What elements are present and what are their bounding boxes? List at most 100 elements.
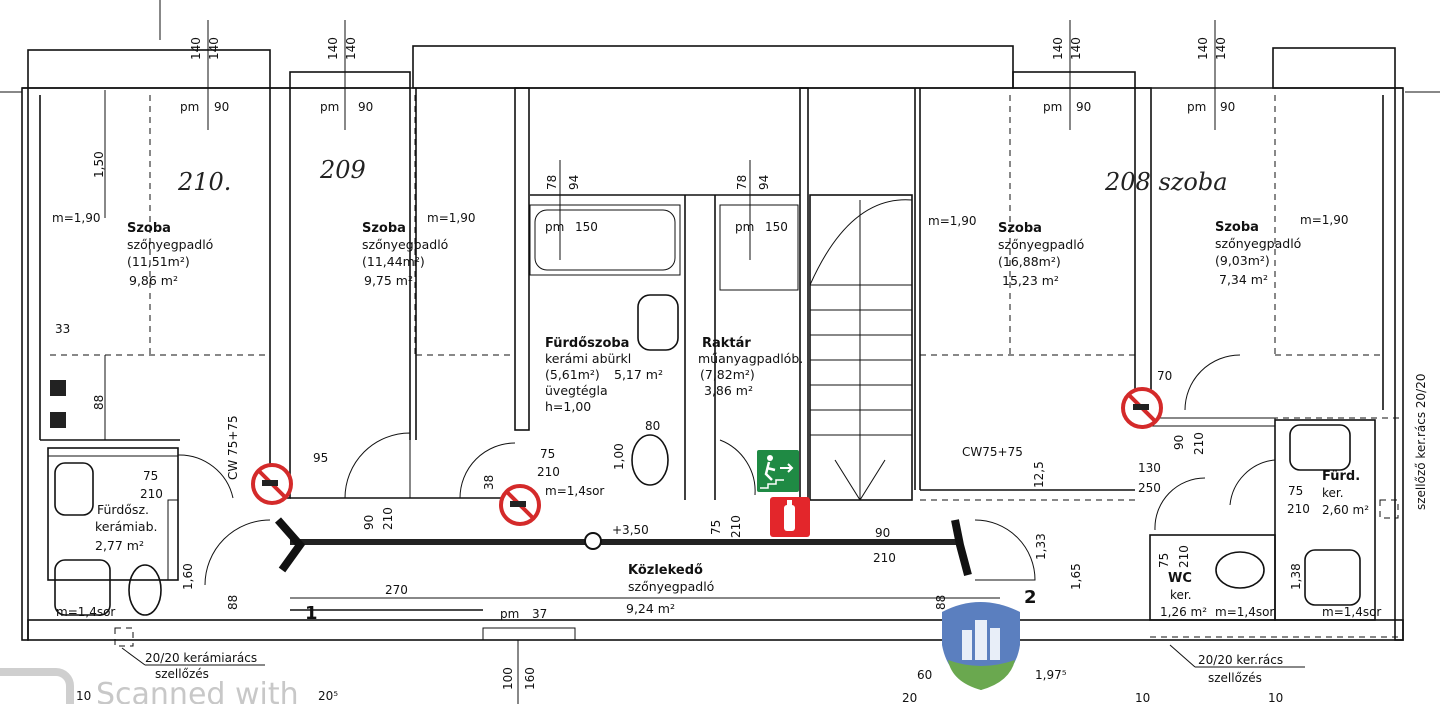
section-marker-2: 2 [1024,587,1037,608]
dim-label: 94 [567,175,581,190]
dim-label: 88 [92,395,106,410]
dim-label: 20 [902,691,917,704]
scanner-watermark: Scanned with [0,668,299,704]
ventilation-notes: 20/20 kerámiarács szellőzés 20/20 ker.rá… [114,374,1428,685]
dim-label: 90 [1076,100,1091,114]
svg-text:kerámiab.: kerámiab. [95,519,158,534]
room-szoba-208a: Szoba szőnyegpadló (16,88m²) 15,23 m² [998,221,1084,288]
dim-label: 80 [645,419,660,433]
svg-text:ker.: ker. [1170,588,1192,602]
dim-label: 210 [873,551,896,565]
svg-text:9,24 m²: 9,24 m² [626,601,675,616]
svg-text:kerámi abürkl: kerámi abürkl [545,351,631,366]
svg-text:szellőzés: szellőzés [155,667,209,681]
room-szoba-209: Szoba szőnyegpadló (11,44m²) 9,75 m² [362,221,448,288]
svg-text:Scanned with: Scanned with [96,677,299,704]
room-furd: Fürd. ker. 2,60 m² m=1,4sor [1322,469,1381,619]
dim-label: 210 [381,507,395,530]
dim-label: pm [320,100,339,114]
dim-label: 94 [757,175,771,190]
svg-text:9,75 m²: 9,75 m² [364,273,413,288]
dim-label: 10 [1135,691,1150,704]
dim-label: 140 [326,37,340,60]
dim-label: 140 [1196,37,1210,60]
svg-text:szőnyegpadló: szőnyegpadló [362,237,448,252]
dim-label: 140 [1051,37,1065,60]
wall-type-label: CW75+75 [962,445,1023,459]
dim-label: 140 [1214,37,1228,60]
dim-label: 1,33 [1034,533,1048,560]
door-swings [177,354,1276,586]
dim-label: 150 [765,220,788,234]
ceiling-height-label: m=1,90 [427,211,475,225]
dim-label: 10 [1268,691,1283,704]
svg-text:9,86 m²: 9,86 m² [129,273,178,288]
svg-text:m=1,4sor: m=1,4sor [56,605,115,619]
svg-text:szellőzés: szellőzés [1208,671,1262,685]
dim-label: pm [1043,100,1062,114]
dim-label: 90 [1172,435,1186,450]
room-furdoszoba: Fürdőszoba kerámi abürkl (5,61m²) 5,17 m… [545,336,663,414]
dim-label: 210 [537,465,560,479]
room-szoba-210: Szoba szőnyegpadló (11,51m²) 9,86 m² [127,221,213,288]
dim-label: 270 [385,583,408,597]
no-smoking-icon [499,484,541,526]
dim-label: 1,65 [1069,563,1083,590]
dim-label: 210 [1287,502,1310,516]
dim-label: pm [735,220,754,234]
wall-type-label: CW 75+75 [226,415,240,480]
handwritten-room-number: 208 szoba [1104,168,1228,196]
dim-label: 1,50 [92,151,106,178]
dim-label: 90 [875,526,890,540]
dim-label: 78 [735,175,749,190]
svg-text:Szoba: Szoba [1215,220,1259,235]
room-kozlekedo: Közlekedő szőnyegpadló 9,24 m² [626,563,714,616]
svg-text:h=1,00: h=1,00 [545,399,591,414]
company-logo [942,602,1020,690]
dim-label: 250 [1138,481,1161,495]
dim-label: 75 [1157,553,1171,568]
dim-label: 140 [207,37,221,60]
handwritten-room-number: 209 [319,156,366,184]
dim-label: 140 [344,37,358,60]
dim-label: pm [500,607,519,621]
dim-label: 33 [55,322,70,336]
svg-text:(5,61m²): (5,61m²) [545,367,600,382]
dim-label: 140 [1069,37,1083,60]
dim-label: 75 [540,447,555,461]
ceiling-height-lines [50,95,1400,638]
dim-label: 90 [358,100,373,114]
balcony-railings [27,45,1396,89]
dim-label: 210 [1177,545,1191,568]
handwritten-room-number: 210. [177,168,231,196]
svg-text:(9,03m²): (9,03m²) [1215,253,1270,268]
dimension-labels: 140 140 140 140 140 140 140 140 pm 90 pm… [55,37,1310,704]
svg-text:WC: WC [1168,571,1192,586]
dim-label: 1,38 [1289,563,1303,590]
svg-text:m=1,4sor: m=1,4sor [1215,605,1274,619]
svg-text:20/20 ker.rács: 20/20 ker.rács [1198,653,1283,667]
svg-text:Szoba: Szoba [362,221,406,236]
svg-text:7,34 m²: 7,34 m² [1219,272,1268,287]
svg-text:szőnyegpadló: szőnyegpadló [998,237,1084,252]
dim-label: pm [545,220,564,234]
svg-text:20/20 kerámiarács: 20/20 kerámiarács [145,651,257,665]
svg-text:(11,44m²): (11,44m²) [362,254,425,269]
svg-text:Fürdőszoba: Fürdőszoba [545,336,629,351]
ceiling-height-label: m=1,90 [928,214,976,228]
dim-label: 90 [214,100,229,114]
dim-label: 12,5 [1032,461,1046,488]
ceiling-height-label: m=1,90 [52,211,100,225]
level-label: +3,50 [612,523,649,537]
svg-text:(7,82m²): (7,82m²) [700,367,755,382]
dim-label: 95 [313,451,328,465]
svg-text:szőnyegpadló: szőnyegpadló [1215,236,1301,251]
level-marker-icon [584,532,602,550]
dim-label: 75 [1288,484,1303,498]
svg-text:Fürd.: Fürd. [1322,469,1360,484]
dim-label: 60 [917,668,932,682]
svg-text:szőnyegpadló: szőnyegpadló [628,579,714,594]
fire-extinguisher-icon [770,497,810,537]
